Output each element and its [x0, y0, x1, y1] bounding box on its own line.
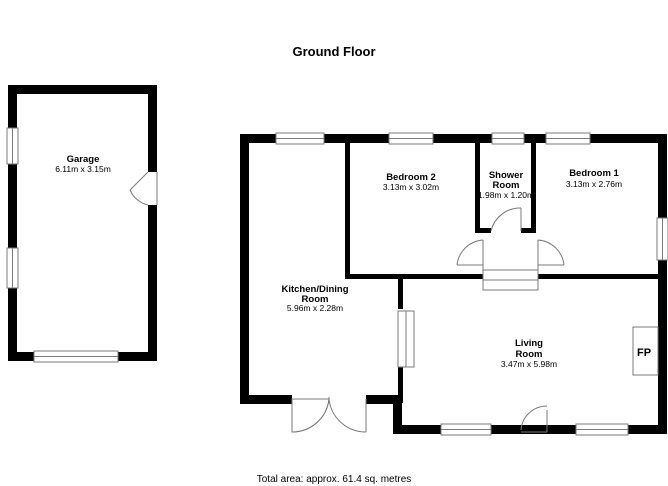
- garage-dims: 6.11m x 3.15m: [55, 164, 111, 174]
- living-dims: 3.47m x 5.98m: [501, 359, 557, 369]
- wall-shower-right: [531, 134, 536, 231]
- total-area: Total area: approx. 61.4 sq. metres: [257, 474, 412, 485]
- shower-dims: 1.98m x 1.20m: [478, 190, 534, 200]
- bedroom1-dims: 3.13m x 2.76m: [566, 179, 622, 189]
- bedroom1-name: Bedroom 1: [569, 168, 619, 179]
- shower-name-2: Room: [493, 180, 520, 191]
- wall-shower-left: [475, 134, 480, 231]
- living-front-door: [520, 405, 548, 433]
- wall-bottom: [393, 425, 667, 434]
- wall-kitchen-living-lower: [398, 367, 403, 403]
- garage: Garage 6.11m x 3.15m: [6, 85, 158, 363]
- garage-wall-top: [8, 85, 157, 94]
- wall-kitchen-bottom-right: [366, 395, 402, 404]
- kitchen-name-1: Kitchen/Dining: [281, 284, 348, 295]
- wall-kitchen-bedroom2: [345, 134, 350, 277]
- plan-title: Ground Floor: [292, 44, 375, 59]
- living-name-2: Room: [516, 349, 543, 360]
- fireplace-box: [632, 326, 659, 376]
- living-name-1: Living: [515, 338, 543, 349]
- wall-left: [240, 134, 249, 404]
- garage-wall-right-upper: [148, 85, 157, 172]
- bedroom2-door: [456, 239, 484, 276]
- shower-name-1: Shower: [489, 170, 524, 181]
- bedroom1-door: [537, 239, 565, 276]
- kitchen-dims: 5.96m x 2.28m: [287, 303, 343, 313]
- wall-kitchen-living-upper: [398, 276, 403, 309]
- bedroom2-name: Bedroom 2: [386, 172, 436, 183]
- garage-wall-right-lower: [148, 205, 157, 361]
- garage-wall-left: [8, 85, 17, 361]
- garage-name: Garage: [67, 154, 100, 165]
- wall-shower-bottom-left: [475, 228, 491, 233]
- wall-right: [658, 134, 667, 434]
- doors: [291, 207, 565, 433]
- wall-kitchen-bottom-left: [240, 395, 292, 404]
- bedroom2-dims: 3.13m x 3.02m: [383, 182, 439, 192]
- fireplace-label: FP: [637, 347, 651, 359]
- kitchen-french-doors: [291, 397, 367, 433]
- wall-top: [240, 134, 667, 143]
- wall-living-left-lower: [393, 395, 402, 433]
- wall-shower-bottom-right: [521, 228, 536, 233]
- shower-door: [490, 207, 522, 232]
- kitchen-name-2: Room: [302, 294, 329, 305]
- fireplace: FP: [632, 326, 659, 376]
- garage-side-door: [129, 171, 158, 206]
- windows: [275, 132, 668, 436]
